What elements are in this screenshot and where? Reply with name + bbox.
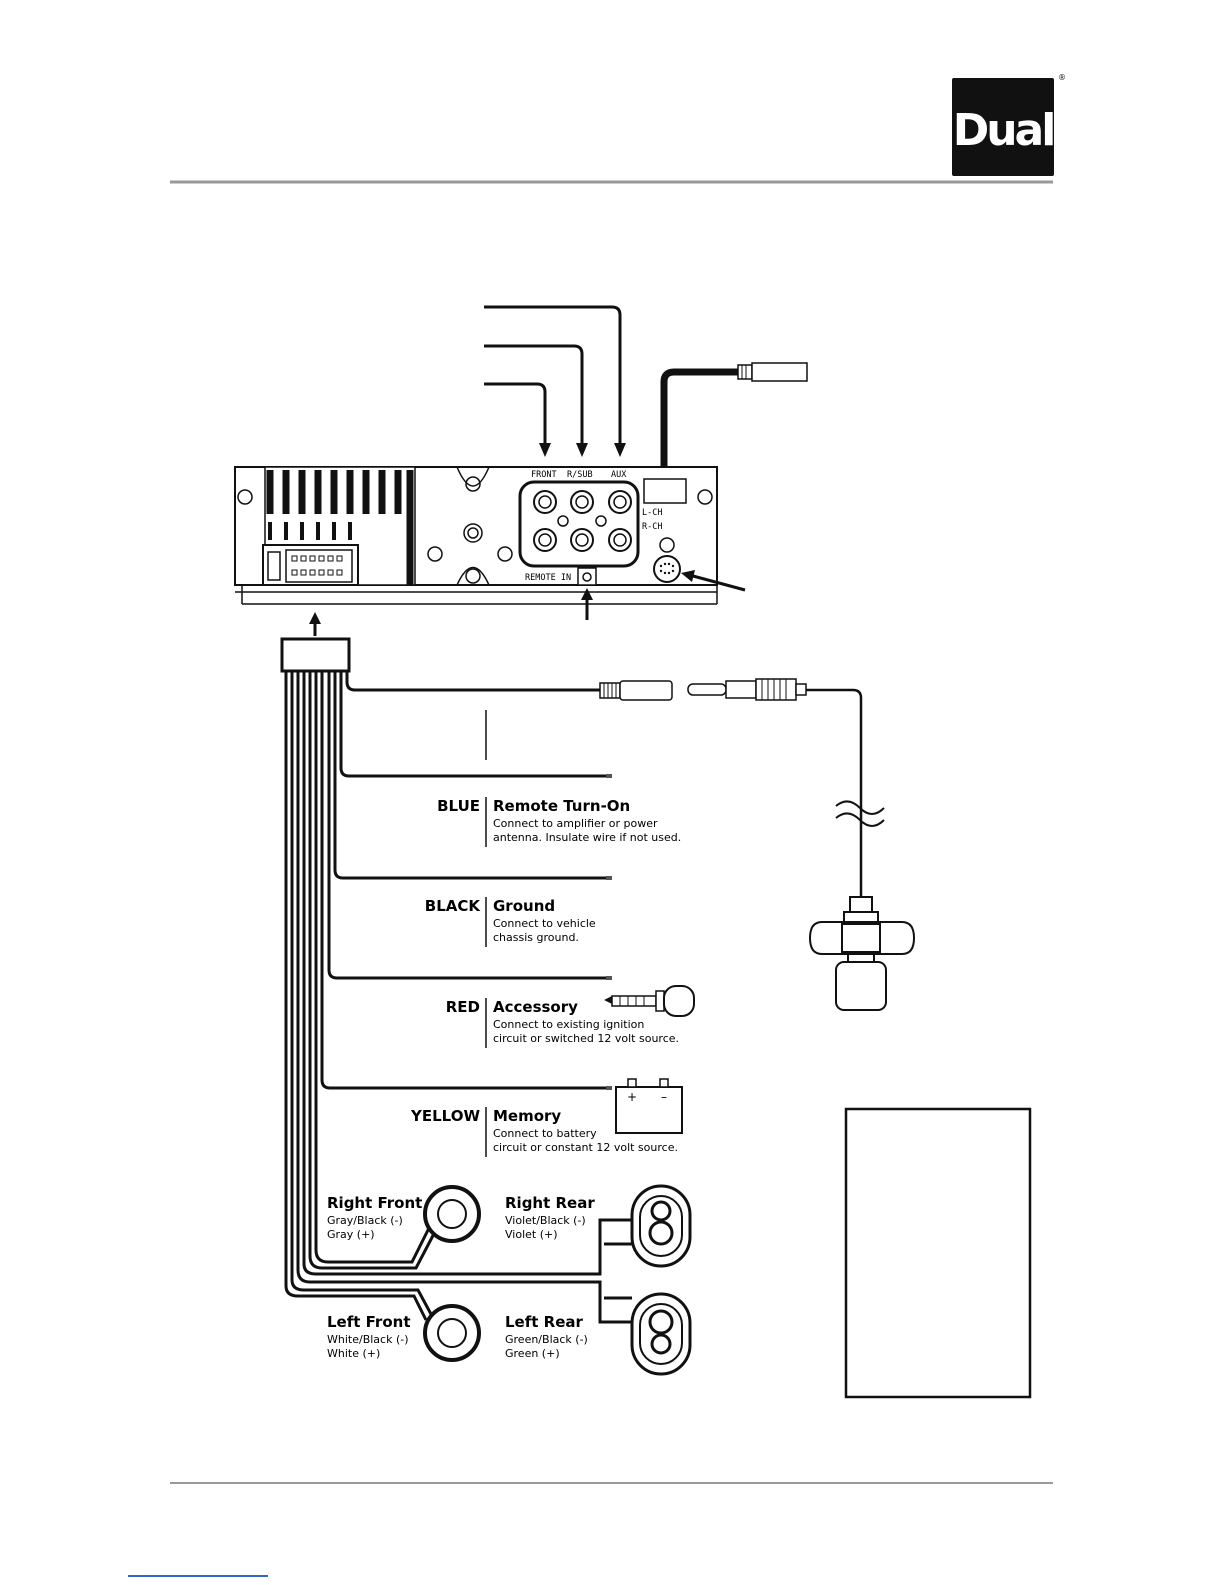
wire-desc-memory-1: Connect to battery	[493, 1127, 597, 1140]
channel-label-right: R-CH	[642, 522, 662, 532]
speaker-pos-left-front: White (+)	[327, 1347, 380, 1360]
rca-label-aux: AUX	[611, 470, 627, 480]
speaker-label-right-front: Right Front Gray/Black (-) Gray (+)	[327, 1194, 422, 1241]
wire-desc-memory-2: circuit or constant 12 volt source.	[493, 1141, 678, 1154]
speaker-title-right-front: Right Front	[327, 1194, 422, 1212]
aux-female-plug	[599, 680, 673, 701]
speaker-title-left-rear: Left Rear	[505, 1313, 583, 1331]
antenna-lead	[660, 362, 808, 485]
speaker-label-left-front: Left Front White/Black (-) White (+)	[327, 1313, 411, 1360]
wire-color-yellow: YELLOW	[410, 1107, 480, 1125]
rca-label-rsub: R/SUB	[567, 470, 593, 480]
wire-color-red: RED	[446, 998, 480, 1016]
wire-color-black: BLACK	[425, 897, 482, 915]
wire-label-yellow: YELLOW Memory Connect to battery circuit…	[410, 1107, 678, 1157]
wire-title-remote: Remote Turn-On	[493, 797, 630, 815]
wire-label-red: RED Accessory Connect to existing igniti…	[446, 998, 679, 1048]
logo-text: Dual	[953, 105, 1054, 156]
speaker-title-left-front: Left Front	[327, 1313, 411, 1331]
channel-label-left: L-CH	[642, 508, 662, 518]
speaker-right-rear	[630, 1184, 692, 1268]
din-connector	[653, 555, 681, 583]
wire-tips	[606, 774, 612, 1090]
harness-wires	[284, 671, 632, 1324]
microphone	[687, 678, 916, 1011]
rca-cables	[484, 305, 622, 445]
wire-label-black: BLACK Ground Connect to vehicle chassis …	[425, 897, 596, 947]
notes-box	[844, 1107, 1032, 1399]
wire-desc-accessory-2: circuit or switched 12 volt source.	[493, 1032, 679, 1045]
wire-desc-remote-1: Connect to amplifier or power	[493, 817, 658, 830]
wire-desc-accessory-1: Connect to existing ignition	[493, 1018, 644, 1031]
battery-minus: –	[661, 1090, 667, 1104]
antenna-socket	[643, 478, 687, 504]
speaker-neg-right-rear: Violet/Black (-)	[505, 1214, 586, 1227]
rca-label-front: FRONT	[531, 470, 557, 480]
speaker-label-left-rear: Left Rear Green/Black (-) Green (+)	[505, 1313, 588, 1360]
wire-title-accessory: Accessory	[493, 998, 578, 1016]
footer-link-underline	[128, 1575, 268, 1577]
speaker-neg-left-rear: Green/Black (-)	[505, 1333, 588, 1346]
wire-desc-remote-2: antenna. Insulate wire if not used.	[493, 831, 681, 844]
speaker-pos-right-front: Gray (+)	[327, 1228, 375, 1241]
remote-in-label: REMOTE IN	[525, 573, 571, 583]
speaker-pos-left-rear: Green (+)	[505, 1347, 560, 1360]
speaker-pos-right-rear: Violet (+)	[505, 1228, 558, 1241]
dual-logo: Dual ®	[952, 73, 1066, 176]
wire-color-blue: BLUE	[437, 797, 480, 815]
connection-arrows	[309, 570, 746, 636]
wire-title-ground: Ground	[493, 897, 555, 915]
speaker-title-right-rear: Right Rear	[505, 1194, 595, 1212]
rca-arrowheads	[539, 443, 626, 457]
battery-icon: + –	[615, 1078, 683, 1134]
harness-plug	[280, 637, 351, 673]
registered-mark: ®	[1058, 73, 1066, 82]
speaker-left-rear	[630, 1292, 692, 1376]
wire-title-memory: Memory	[493, 1107, 561, 1125]
remote-in-jack: REMOTE IN	[525, 567, 597, 586]
ignition-key-icon	[604, 985, 695, 1017]
wire-label-blue: BLUE Remote Turn-On Connect to amplifier…	[437, 797, 681, 847]
speaker-neg-left-front: White/Black (-)	[327, 1333, 409, 1346]
chassis-screws	[237, 476, 713, 584]
speaker-left-front	[423, 1304, 481, 1362]
speaker-neg-right-front: Gray/Black (-)	[327, 1214, 403, 1227]
wire-desc-ground-1: Connect to vehicle	[493, 917, 596, 930]
battery-plus: +	[627, 1090, 637, 1104]
rca-jack-panel: FRONT R/SUB AUX L-CH R-CH	[518, 470, 662, 568]
iso-connector-socket	[262, 544, 359, 586]
wire-desc-ground-2: chassis ground.	[493, 931, 579, 944]
head-unit-chassis: FRONT R/SUB AUX L-CH R-CH REMOTE IN	[234, 466, 718, 605]
speaker-right-front	[423, 1185, 481, 1243]
speaker-label-right-rear: Right Rear Violet/Black (-) Violet (+)	[505, 1194, 595, 1241]
